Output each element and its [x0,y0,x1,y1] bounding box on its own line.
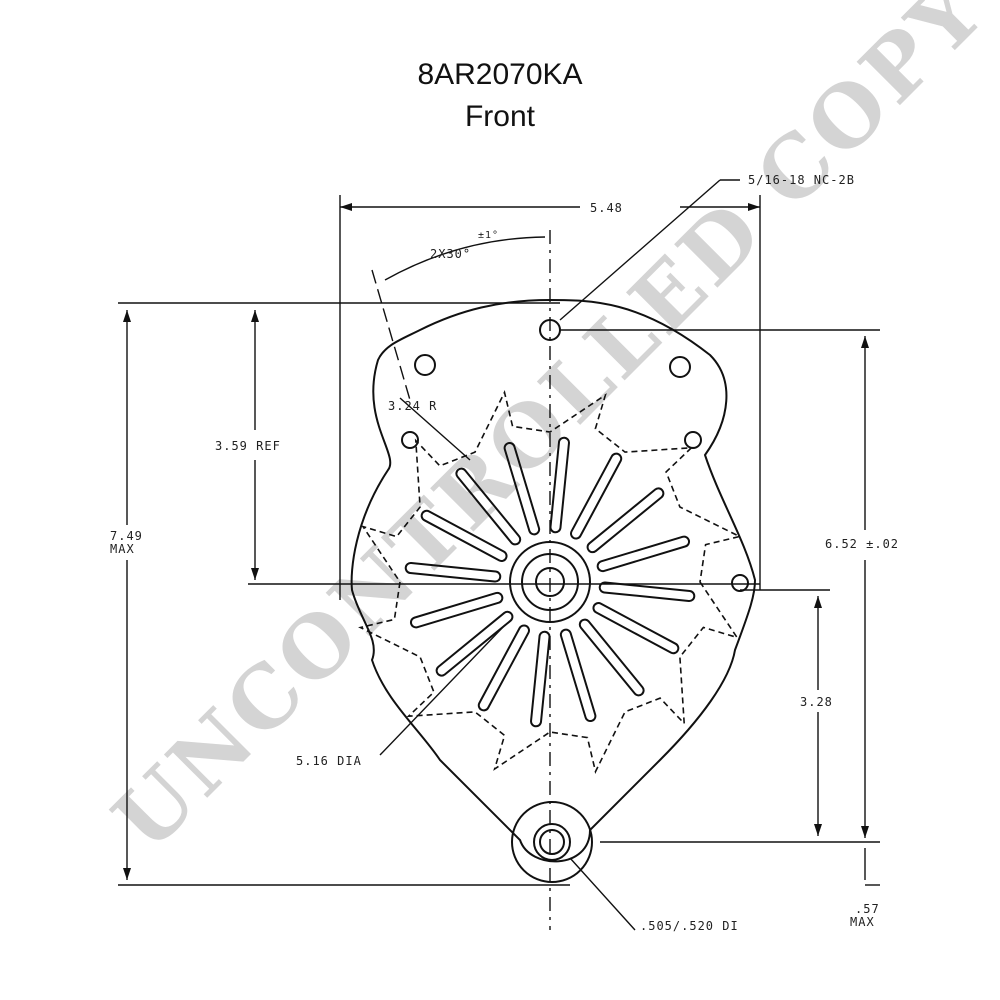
fan-blade-slot [530,630,551,728]
drawing-model-number: 8AR2070KA [417,58,583,91]
dim-bore: .505/.520 DI [640,919,739,933]
dim-overall-height: 7.49 [110,529,143,543]
watermark-text: UNCONTROLLED COPY [94,0,1000,869]
fan-blade-slot [598,581,696,602]
fan-tooth-outline [358,390,742,774]
fan-blade-slot [420,509,508,562]
fan-blade-slot [503,441,541,536]
fan-blade-slot [586,487,665,554]
dim-fan-diameter: 5.16 DIA [296,754,362,768]
fan-blade-slot [578,618,645,697]
fan-blade-slot [596,535,691,573]
dim-bottom-offset-note: MAX [850,915,875,929]
dim-width-top: 5.48 [590,201,623,215]
dim-angle-tolerance: ±1° [478,230,499,241]
dim-overall-height-note: MAX [110,542,135,556]
fan-blade-slot [404,562,502,583]
dim-thread: 5/16-18 NC-2B [748,173,855,187]
fan-blade-slot [409,591,504,629]
dim-radius: 3.24 R [388,399,437,413]
dimension-lines [118,179,880,931]
fan-blade-slot [549,436,570,534]
fan-blade-slot [455,467,522,546]
dim-ref-height: 3.59 REF [215,439,281,453]
fan-blade-slot [570,452,623,540]
dimension-arrows [123,203,869,880]
dim-bottom-offset: .57 [855,902,880,916]
fan-blades [404,436,696,728]
dim-right-height: 6.52 ±.02 [825,537,899,551]
drawing-view-label: Front [464,100,536,133]
fan-blade-slot [477,624,530,712]
watermark: UNCONTROLLED COPY [94,0,1000,869]
dim-lower-height: 3.28 [800,695,833,709]
fan-blade-slot [559,628,597,723]
fan-teeth [358,390,742,774]
dim-angle: 2X30° [430,247,471,261]
fan-blade-slot [435,610,514,677]
fan-blade-slot [592,602,680,655]
